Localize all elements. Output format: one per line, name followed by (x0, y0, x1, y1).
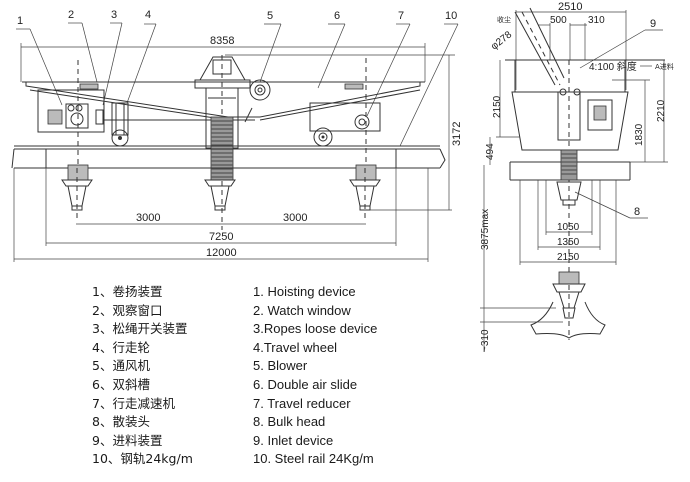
travel-reducer (309, 58, 381, 170)
bulk-head-left (61, 164, 93, 222)
bellows-side (556, 149, 582, 206)
blower (249, 79, 271, 101)
legend-en-item: 6. Double air slide (253, 376, 358, 392)
dim-width-outer: 2150 (557, 252, 580, 263)
legend-cn-item: 3、松绳开关装置 (92, 321, 188, 337)
front-view: 1 2 3 4 5 6 7 10 8358 (11, 9, 463, 262)
dim-spacing-left: 3000 (136, 212, 160, 224)
callout-2: 2 (68, 9, 74, 21)
watch-window-right (344, 83, 364, 90)
callout-3: 3 (111, 9, 117, 21)
travel-wheel-left (111, 102, 129, 147)
dim-width: 2510 (558, 1, 582, 13)
inlet-device-body (505, 59, 665, 340)
label-inlet: A进料 (655, 62, 674, 71)
label-dust: 收尘 (497, 15, 511, 24)
legend-cn-item: 1、卷扬装置 (92, 284, 163, 299)
dim-bottom-offset: ~310 (480, 329, 491, 352)
legend-cn-item: 5、通风机 (92, 358, 150, 374)
callout-6: 6 (334, 10, 340, 22)
dim-offset-a: 500 (550, 15, 567, 26)
watch-window-left (79, 83, 99, 90)
bulk-head-extended (530, 271, 606, 339)
legend-en-item: 5. Blower (253, 358, 308, 374)
hoisting-device (37, 89, 105, 133)
dim-overall-span: 8358 (210, 35, 234, 47)
legend-cn-item: 7、行走减速机 (92, 395, 175, 411)
legend-cn-item: 2、观察窗口 (92, 302, 163, 318)
bulk-head-center (204, 179, 236, 211)
dim-max-drop: 3875max (480, 209, 491, 250)
legend-cn-item: 6、双斜槽 (92, 376, 150, 392)
label-slope: 4:100 斜度 (589, 60, 637, 73)
dim-rail-length: 12000 (206, 247, 237, 259)
dim-spacing-right: 3000 (283, 212, 307, 224)
side-view: 2510 500 310 收尘 φ278 9 4:100 斜度 A进料 (480, 1, 674, 352)
legend-cn-item: 9、进料装置 (92, 432, 163, 448)
legend-en-item: 2. Watch window (253, 302, 351, 318)
dim-head-span: 7250 (209, 231, 233, 243)
legend-en-item: 4.Travel wheel (253, 339, 338, 355)
dim-width-inner: 1050 (557, 222, 580, 233)
inlet-pipe (514, 7, 565, 86)
callout-8: 8 (634, 206, 640, 218)
legend-en-item: 3.Ropes loose device (253, 321, 378, 337)
dim-height-total: 2210 (656, 99, 667, 122)
dim-height-body: 1830 (634, 123, 645, 146)
dim-height: 3172 (451, 122, 463, 146)
legend-en-item: 7. Travel reducer (253, 395, 351, 411)
callout-10: 10 (445, 10, 457, 22)
legend-cn-item: 4、行走轮 (92, 339, 150, 355)
callout-1: 1 (17, 15, 23, 27)
legend-en-item: 1. Hoisting device (253, 284, 356, 299)
callout-7: 7 (398, 10, 404, 22)
legend-en-item: 10. Steel rail 24Kg/m (253, 451, 374, 467)
legend-en-item: 9. Inlet device (253, 432, 334, 448)
legend-chinese: 1、卷扬装置 2、观察窗口 3、松绳开关装置 4、行走轮 5、通风机 6、双斜槽… (92, 283, 193, 469)
legend-en-item: 8. Bulk head (253, 414, 326, 430)
dim-offset-b: 310 (588, 15, 605, 26)
dim-rail-height: 494 (485, 143, 496, 160)
callout-leaders (16, 22, 459, 147)
dim-height-upper: 2150 (492, 95, 503, 118)
callout-5: 5 (267, 10, 273, 22)
legend-english: 1. Hoisting device 2. Watch window 3.Rop… (253, 283, 377, 469)
legend-cn-item: 10、钢轨24kg/m (92, 451, 193, 467)
legend-cn-item: 8、散装头 (92, 414, 150, 430)
dim-width-mid: 1350 (557, 237, 580, 248)
callout-9: 9 (650, 18, 656, 30)
dim-pipe-diameter: φ278 (489, 29, 514, 52)
bulk-head-right (349, 164, 381, 222)
callout-4: 4 (145, 9, 151, 21)
